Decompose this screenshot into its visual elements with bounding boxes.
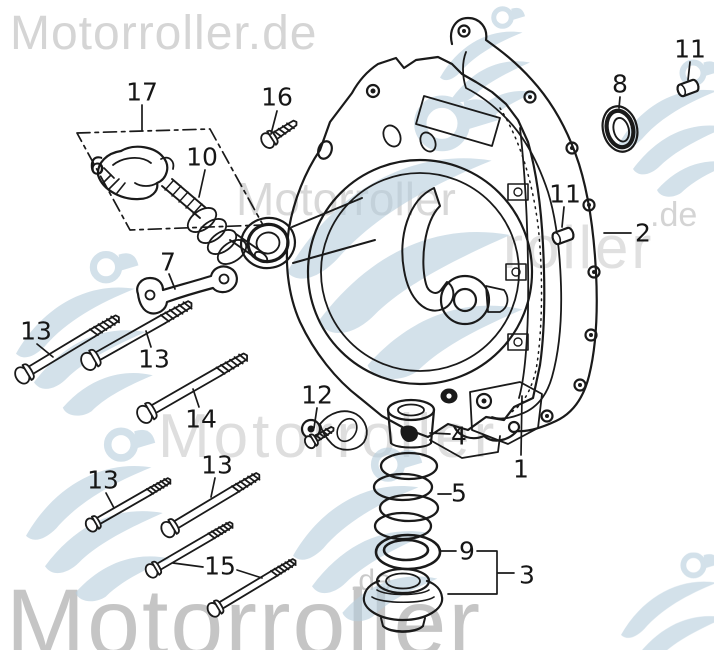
part-label-15: 15 — [204, 551, 236, 581]
part-label-8: 8 — [612, 69, 628, 99]
dowel-pin-part-11-top — [676, 78, 700, 98]
part-label-13-b: 13 — [138, 344, 170, 374]
part-label-12: 12 — [301, 380, 333, 410]
part-label-10: 10 — [186, 142, 218, 172]
assembly-box-part-17 — [76, 128, 264, 231]
part-label-11-top: 11 — [674, 34, 706, 64]
part-label-13-a: 13 — [20, 316, 52, 346]
bracket-part-7-drawing — [136, 265, 238, 315]
part-label-6: 6 — [89, 151, 105, 181]
dipstick-part-10-drawing — [161, 178, 269, 265]
leader-lines — [36, 61, 691, 595]
part-label-16: 16 — [261, 82, 293, 112]
wing-logo-icon — [621, 554, 714, 650]
screw-part-16 — [257, 113, 303, 152]
part-label-7: 7 — [160, 247, 176, 277]
watermark-text-mid-de: .de — [650, 196, 698, 234]
part-label-17: 17 — [126, 77, 158, 107]
part-label-13-d: 13 — [201, 450, 233, 480]
watermark-logo-layer — [16, 8, 714, 650]
engine-cover-part-1-drawing — [285, 55, 546, 459]
collar-part-4-drawing — [386, 398, 436, 449]
oil-seal-part-8-drawing — [601, 105, 639, 153]
part-label-2: 2 — [635, 218, 651, 248]
part-label-14: 14 — [185, 404, 217, 434]
dowel-pin-part-11-mid — [551, 226, 575, 246]
cap-part-3-drawing — [362, 567, 444, 633]
part-label-3: 3 — [519, 560, 535, 590]
filler-cap-part-6-drawing — [96, 145, 175, 201]
part-label-11-mid: 11 — [549, 179, 581, 209]
part-label-1: 1 — [513, 454, 529, 484]
oring-part-9-drawing — [374, 533, 442, 571]
part-label-4: 4 — [451, 421, 467, 451]
part-label-5: 5 — [451, 478, 467, 508]
part-label-13-c: 13 — [87, 465, 119, 495]
watermark-text-top: Motorroller.de — [10, 7, 318, 60]
part-label-9: 9 — [459, 536, 475, 566]
